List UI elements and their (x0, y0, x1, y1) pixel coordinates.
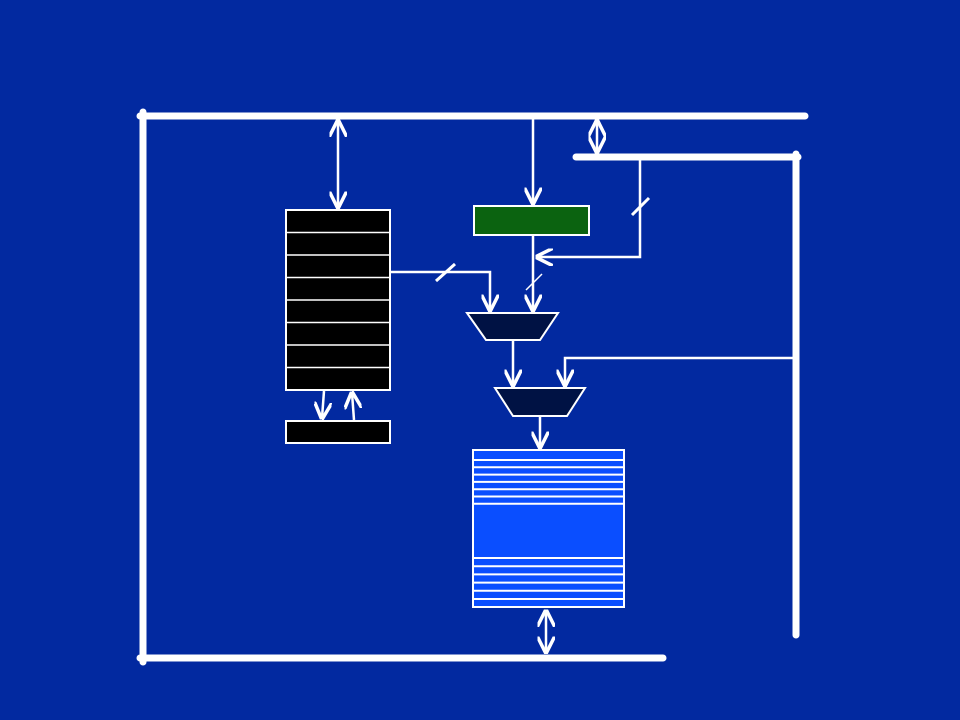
rightbus-to-mux-path (537, 157, 642, 257)
mux-upper (465, 312, 560, 341)
memory-block (472, 449, 625, 608)
regfile-to-mux-path (390, 270, 490, 310)
slash-mark-right (630, 196, 651, 217)
slash-mark-regfile (434, 262, 457, 283)
arrow-small-up (352, 393, 354, 421)
buses (136, 108, 809, 666)
register-file (285, 209, 391, 391)
arrow-regfile-down (322, 390, 324, 418)
slash-mark-ir (525, 273, 543, 291)
instruction-register (473, 205, 590, 236)
mux-lower (493, 387, 587, 417)
register-small (285, 420, 391, 444)
connections (322, 113, 796, 652)
rightbus-to-lower-mux (565, 356, 796, 385)
